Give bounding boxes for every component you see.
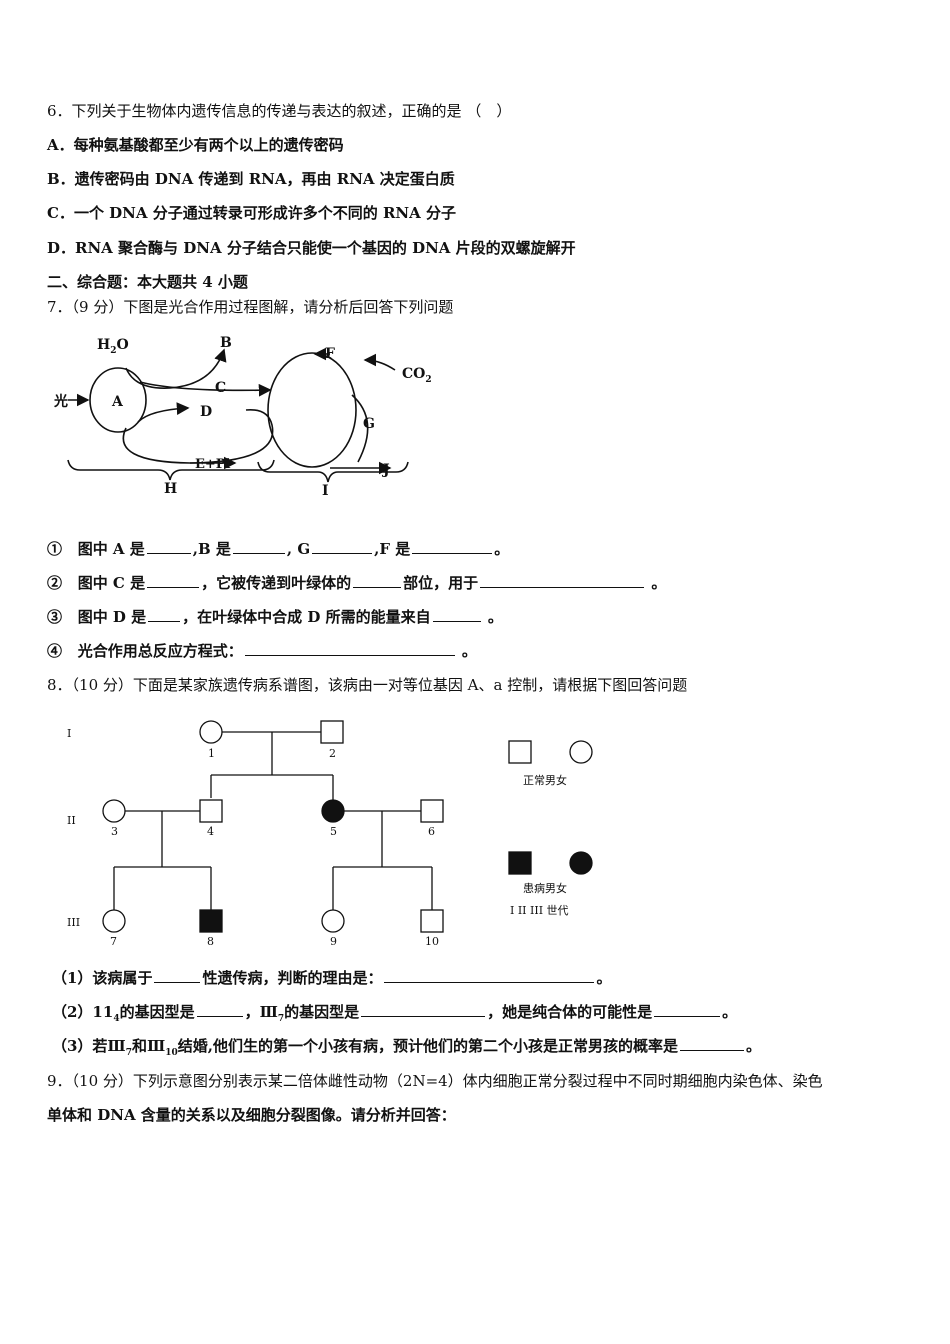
section-heading: 二、综合题：本大题共 4 小题	[47, 273, 248, 291]
id-5: 5	[330, 825, 337, 838]
id-7: 7	[110, 935, 117, 948]
q6-option-d: D．RNA 聚合酶与 DNA 分子结合只能使一个基因的 DNA 片段的双螺旋解开	[47, 239, 576, 257]
id-3: 3	[111, 825, 118, 838]
q7-sub1: ① 图中 A 是,B 是, G,F 是。	[47, 539, 510, 558]
q6-option-c: C．一个 DNA 分子通过转录可形成许多个不同的 RNA 分子	[47, 204, 457, 222]
photosynthesis-diagram: H2O B C 光 A D E+Pi F CO2 G J H I	[53, 335, 432, 499]
q9-line2: 单体和 DNA 含量的关系以及细胞分裂图像。请分析并回答：	[47, 1106, 456, 1124]
legend-affected: 患病男女	[523, 881, 567, 895]
gen-ii-label: II	[67, 814, 76, 827]
q6-stem: 6．下列关于生物体内遗传信息的传递与表达的叙述，正确的是 （ ）	[47, 102, 512, 120]
legend-generation: I II III 世代	[510, 904, 569, 917]
blank-homozygous[interactable]	[654, 1002, 721, 1017]
blank-g[interactable]	[312, 539, 373, 554]
calvin-cycle-circle	[267, 352, 357, 468]
blank-d-energy[interactable]	[432, 607, 481, 622]
thylakoid-ellipse	[89, 367, 147, 433]
id-6: 6	[428, 825, 435, 838]
blank-equation[interactable]	[244, 641, 455, 656]
label-e-pi: E+Pi	[195, 457, 231, 472]
gen-iii-label: III	[67, 916, 80, 929]
label-b: B	[220, 335, 232, 351]
q9-line1: 9．（10 分）下列示意图分别表示某二倍体雌性动物（2N=4）体内细胞正常分裂过…	[47, 1072, 823, 1090]
label-h: H	[164, 481, 177, 497]
q7-sub4: ④ 光合作用总反应方程式： 。	[47, 641, 477, 660]
blank-d[interactable]	[148, 607, 181, 622]
label-f: F	[325, 346, 335, 362]
blank-genotype-7[interactable]	[361, 1002, 486, 1017]
co2-label: CO2	[402, 366, 432, 385]
q8-stem: 8．（10 分）下面是某家族遗传病系谱图，该病由一对等位基因 A、a 控制，请根…	[47, 676, 688, 694]
q8-sub1: （1）该病属于性遗传病，判断的理由是：。	[52, 968, 612, 987]
blank-reason[interactable]	[384, 968, 595, 983]
blank-b[interactable]	[232, 539, 285, 554]
blank-f[interactable]	[412, 539, 493, 554]
blank-probability[interactable]	[680, 1036, 745, 1051]
q8-sub2: （2）114的基因型是，Ⅲ7的基因型是，她是纯合体的可能性是。	[52, 1002, 738, 1024]
gen-i-label: I	[67, 727, 71, 740]
id-4: 4	[207, 825, 214, 838]
id-2: 2	[329, 747, 336, 760]
pedigree-chart: I II III 1 2 3 4 5 6 7 8 9 10 正常男女 患病男女 …	[67, 720, 593, 948]
blank-inheritance[interactable]	[154, 968, 201, 983]
h2o-label: H2O	[97, 337, 129, 356]
blank-c[interactable]	[147, 573, 200, 588]
label-d: D	[200, 404, 212, 420]
label-j: J	[381, 462, 390, 478]
q7-sub3: ③ 图中 D 是，在叶绿体中合成 D 所需的能量来自 。	[47, 607, 503, 626]
q8-sub3: （3）若Ⅲ7和Ⅲ10结婚,他们生的第一个小孩有病，预计他们的第二个小孩是正常男孩…	[52, 1036, 762, 1058]
q7-sub2: ② 图中 C 是，它被传递到叶绿体的部位，用于 。	[47, 573, 667, 592]
label-a: A	[111, 394, 124, 410]
blank-c-use[interactable]	[480, 573, 645, 588]
id-10: 10	[425, 935, 439, 948]
blank-a[interactable]	[146, 539, 191, 554]
q6-option-b: B．遗传密码由 DNA 传递到 RNA，再由 RNA 决定蛋白质	[47, 170, 455, 188]
legend-normal: 正常男女	[523, 773, 567, 787]
id-1: 1	[208, 747, 215, 760]
label-c: C	[215, 380, 226, 396]
q6-option-a: A．每种氨基酸都至少有两个以上的遗传密码	[47, 136, 344, 154]
light-label: 光	[53, 393, 68, 410]
blank-c-site[interactable]	[353, 573, 402, 588]
blank-genotype-4[interactable]	[196, 1002, 243, 1017]
label-i: I	[322, 483, 329, 499]
id-8: 8	[207, 935, 214, 948]
label-g: G	[363, 416, 375, 432]
id-9: 9	[330, 935, 337, 948]
q7-stem: 7．（9 分）下图是光合作用过程图解，请分析后回答下列问题	[47, 298, 454, 316]
